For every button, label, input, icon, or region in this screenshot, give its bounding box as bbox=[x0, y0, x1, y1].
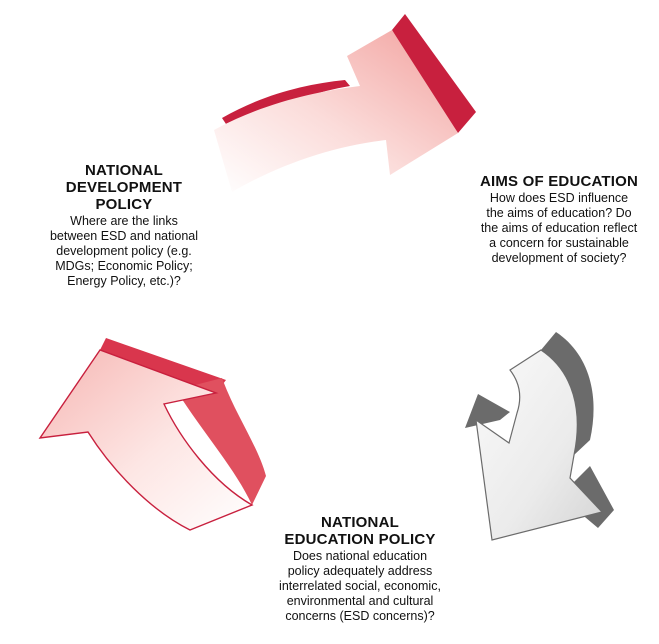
body-line: How does ESD influence bbox=[489, 191, 629, 205]
node-title: NATIONAL DEVELOPMENT POLICY bbox=[18, 162, 230, 213]
body-line: the aims of education reflect bbox=[480, 221, 638, 235]
node-body: Does national education policy adequatel… bbox=[250, 549, 470, 624]
node-body: How does ESD influence the aims of educa… bbox=[448, 191, 659, 266]
body-line: policy adequately address bbox=[287, 564, 433, 578]
arrow-aims-to-nep bbox=[465, 332, 614, 541]
body-line: Where are the links bbox=[70, 214, 178, 228]
node-title: AIMS OF EDUCATION bbox=[479, 173, 639, 190]
title-line: POLICY bbox=[95, 196, 153, 213]
title-line: EDUCATION POLICY bbox=[284, 531, 436, 548]
node-aims-of-education: AIMS OF EDUCATION How does ESD influence… bbox=[448, 173, 659, 266]
body-line: development policy (e.g. bbox=[56, 244, 192, 258]
body-line: between ESD and national bbox=[49, 229, 199, 243]
body-line: interrelated social, economic, bbox=[279, 579, 441, 593]
node-title: NATIONAL EDUCATION POLICY bbox=[250, 514, 470, 548]
arrow-left-side bbox=[100, 338, 226, 393]
arrow-nep-to-ndp bbox=[38, 338, 266, 531]
arrow-left-side-lower bbox=[176, 378, 266, 505]
title-line: NATIONAL bbox=[85, 162, 163, 179]
arrow-left-face bbox=[38, 349, 254, 531]
title-line: NATIONAL bbox=[321, 514, 399, 531]
arrow-top-shadow bbox=[222, 80, 350, 130]
node-body: Where are the links between ESD and nati… bbox=[18, 214, 230, 289]
arrow-top-side bbox=[392, 14, 476, 133]
body-line: Energy Policy, etc.)? bbox=[67, 274, 181, 288]
node-national-education-policy: NATIONAL EDUCATION POLICY Does national … bbox=[250, 514, 470, 624]
arrow-top-face bbox=[214, 30, 458, 192]
body-line: the aims of education? Do bbox=[486, 206, 632, 220]
node-national-development-policy: NATIONAL DEVELOPMENT POLICY Where are th… bbox=[18, 162, 230, 289]
body-line: environmental and cultural bbox=[286, 594, 434, 608]
arrow-right-face bbox=[475, 349, 604, 541]
body-line: Does national education bbox=[292, 549, 428, 563]
body-line: a concern for sustainable bbox=[489, 236, 629, 250]
body-line: development of society? bbox=[491, 251, 627, 265]
body-line: MDGs; Economic Policy; bbox=[55, 259, 193, 273]
title-line: DEVELOPMENT bbox=[65, 179, 183, 196]
arrow-ndp-to-aims bbox=[214, 14, 476, 192]
body-line: concerns (ESD concerns)? bbox=[285, 609, 435, 623]
